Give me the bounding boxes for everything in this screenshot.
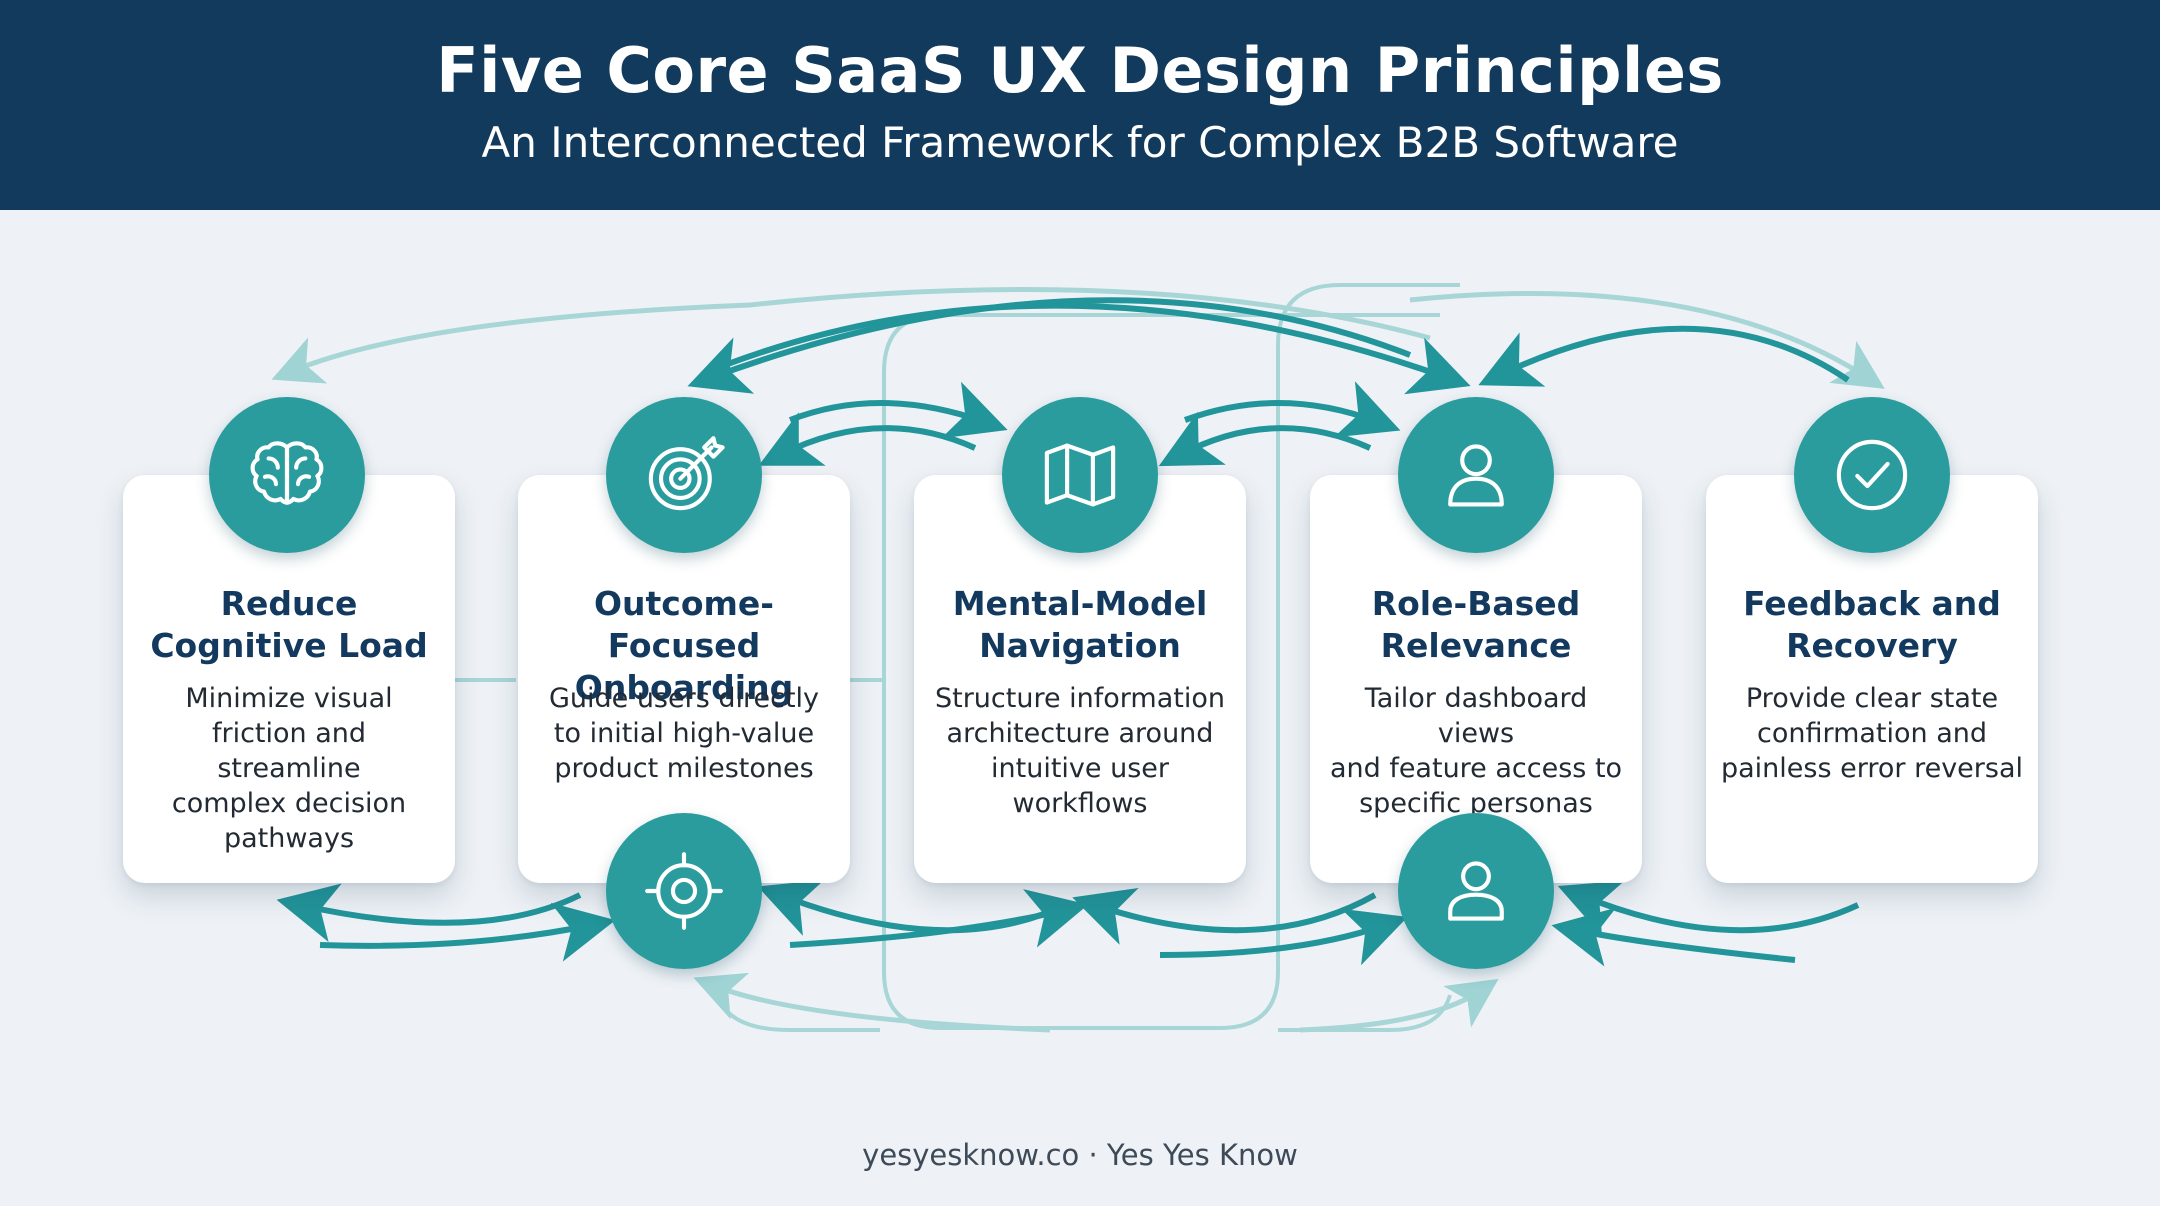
card-title-line: Reduce — [220, 584, 358, 623]
principle-card-mental-model-navigation: Mental-Model Navigation Structure inform… — [914, 475, 1246, 883]
light-arrow-top-left — [271, 286, 1431, 384]
card-description: Provide clear state confirmation and pai… — [1720, 681, 2024, 786]
card-title-line: Recovery — [1786, 626, 1958, 665]
card-description: Structure information architecture aroun… — [928, 681, 1232, 821]
arrow-bottom-01-a — [276, 883, 582, 943]
card-desc-line: confirmation and — [1756, 718, 1988, 749]
card-desc-line: Structure information — [934, 683, 1225, 714]
card-description: Guide users directly to initial high-val… — [532, 681, 836, 786]
card-description: Tailor dashboard views and feature acces… — [1324, 681, 1628, 821]
target-arrow-icon — [606, 397, 762, 553]
card-title: Outcome-Focused Onboarding — [528, 583, 840, 709]
card-title: Feedback and Recovery — [1716, 583, 2028, 667]
card-desc-line: Tailor dashboard views — [1364, 683, 1588, 749]
map-icon — [1002, 397, 1158, 553]
card-title-line: Cognitive Load — [150, 626, 428, 665]
card-description: Minimize visual friction and streamline … — [137, 681, 441, 856]
card-desc-line: Provide clear state — [1745, 683, 1999, 714]
card-desc-line: and feature access to — [1329, 753, 1623, 784]
arrow-top-12-a — [788, 381, 1008, 439]
arrow-bottom-23-b — [1159, 908, 1408, 966]
card-desc-line: workflows — [1012, 788, 1148, 819]
card-title-line: Relevance — [1380, 626, 1572, 665]
arrow-bottom-12-a — [757, 879, 1067, 936]
page-title: Five Core SaaS UX Design Principles — [436, 34, 1724, 107]
card-title-line: Mental-Model — [952, 584, 1208, 623]
card-title-line: Outcome-Focused — [593, 584, 775, 665]
arrow-top-12-b — [758, 412, 977, 466]
card-desc-line: friction and streamline — [211, 718, 367, 784]
arrow-bottom-01-b — [319, 902, 616, 962]
arrow-bottom-23-a — [1072, 887, 1377, 945]
card-desc-line: to initial high-value — [553, 718, 815, 749]
card-desc-line: product milestones — [554, 753, 814, 784]
arrow-bottom-34-a — [1557, 880, 1860, 937]
check-circle-icon — [1794, 397, 1950, 553]
light-arrow-bottom-left — [693, 972, 1051, 1033]
arrow-top-23-a — [1183, 381, 1401, 438]
arrow-bottom-12-b — [789, 889, 1089, 948]
card-title-line: Navigation — [979, 626, 1181, 665]
principle-card-reduce-cognitive-load: Reduce Cognitive Load Minimize visual fr… — [123, 475, 455, 883]
loop-line-mid — [882, 283, 1460, 1030]
principle-card-feedback-and-recovery: Feedback and Recovery Provide clear stat… — [1706, 475, 2038, 883]
card-title: Reduce Cognitive Load — [133, 583, 445, 667]
card-desc-line: Minimize visual — [185, 683, 393, 714]
card-desc-line: architecture around — [946, 718, 1214, 749]
light-arrow-bottom-right — [1299, 978, 1499, 1033]
card-title-line: Role-Based — [1371, 584, 1581, 623]
card-title-line: Onboarding — [574, 668, 794, 707]
footer-credit: yesyesknow.co · Yes Yes Know — [862, 1138, 1298, 1172]
card-desc-line: painless error reversal — [1721, 753, 2023, 784]
card-title: Role-Based Relevance — [1320, 583, 1632, 667]
arrow-bottom-34-b — [1551, 907, 1796, 967]
brain-icon — [209, 397, 365, 553]
user-badge-icon — [1398, 813, 1554, 969]
arrow-top-23-b — [1158, 411, 1372, 467]
card-desc-line: Guide users directly — [548, 683, 820, 714]
crosshair-icon — [606, 813, 762, 969]
card-title-line: Feedback and — [1743, 584, 2001, 623]
light-arrow-top-right — [1409, 290, 1885, 389]
arrow-top-long-a — [687, 297, 1412, 394]
card-title: Mental-Model Navigation — [924, 583, 1236, 667]
card-desc-line: intuitive user — [991, 753, 1169, 784]
arrow-top-long-b — [723, 302, 1471, 395]
card-desc-line: complex decision — [171, 788, 407, 819]
page-subtitle: An Interconnected Framework for Complex … — [481, 118, 1679, 167]
header-banner: Five Core SaaS UX Design Principles An I… — [0, 0, 2160, 210]
arrow-top-right — [1478, 325, 1850, 387]
user-icon — [1398, 397, 1554, 553]
card-desc-line: pathways — [223, 823, 355, 854]
